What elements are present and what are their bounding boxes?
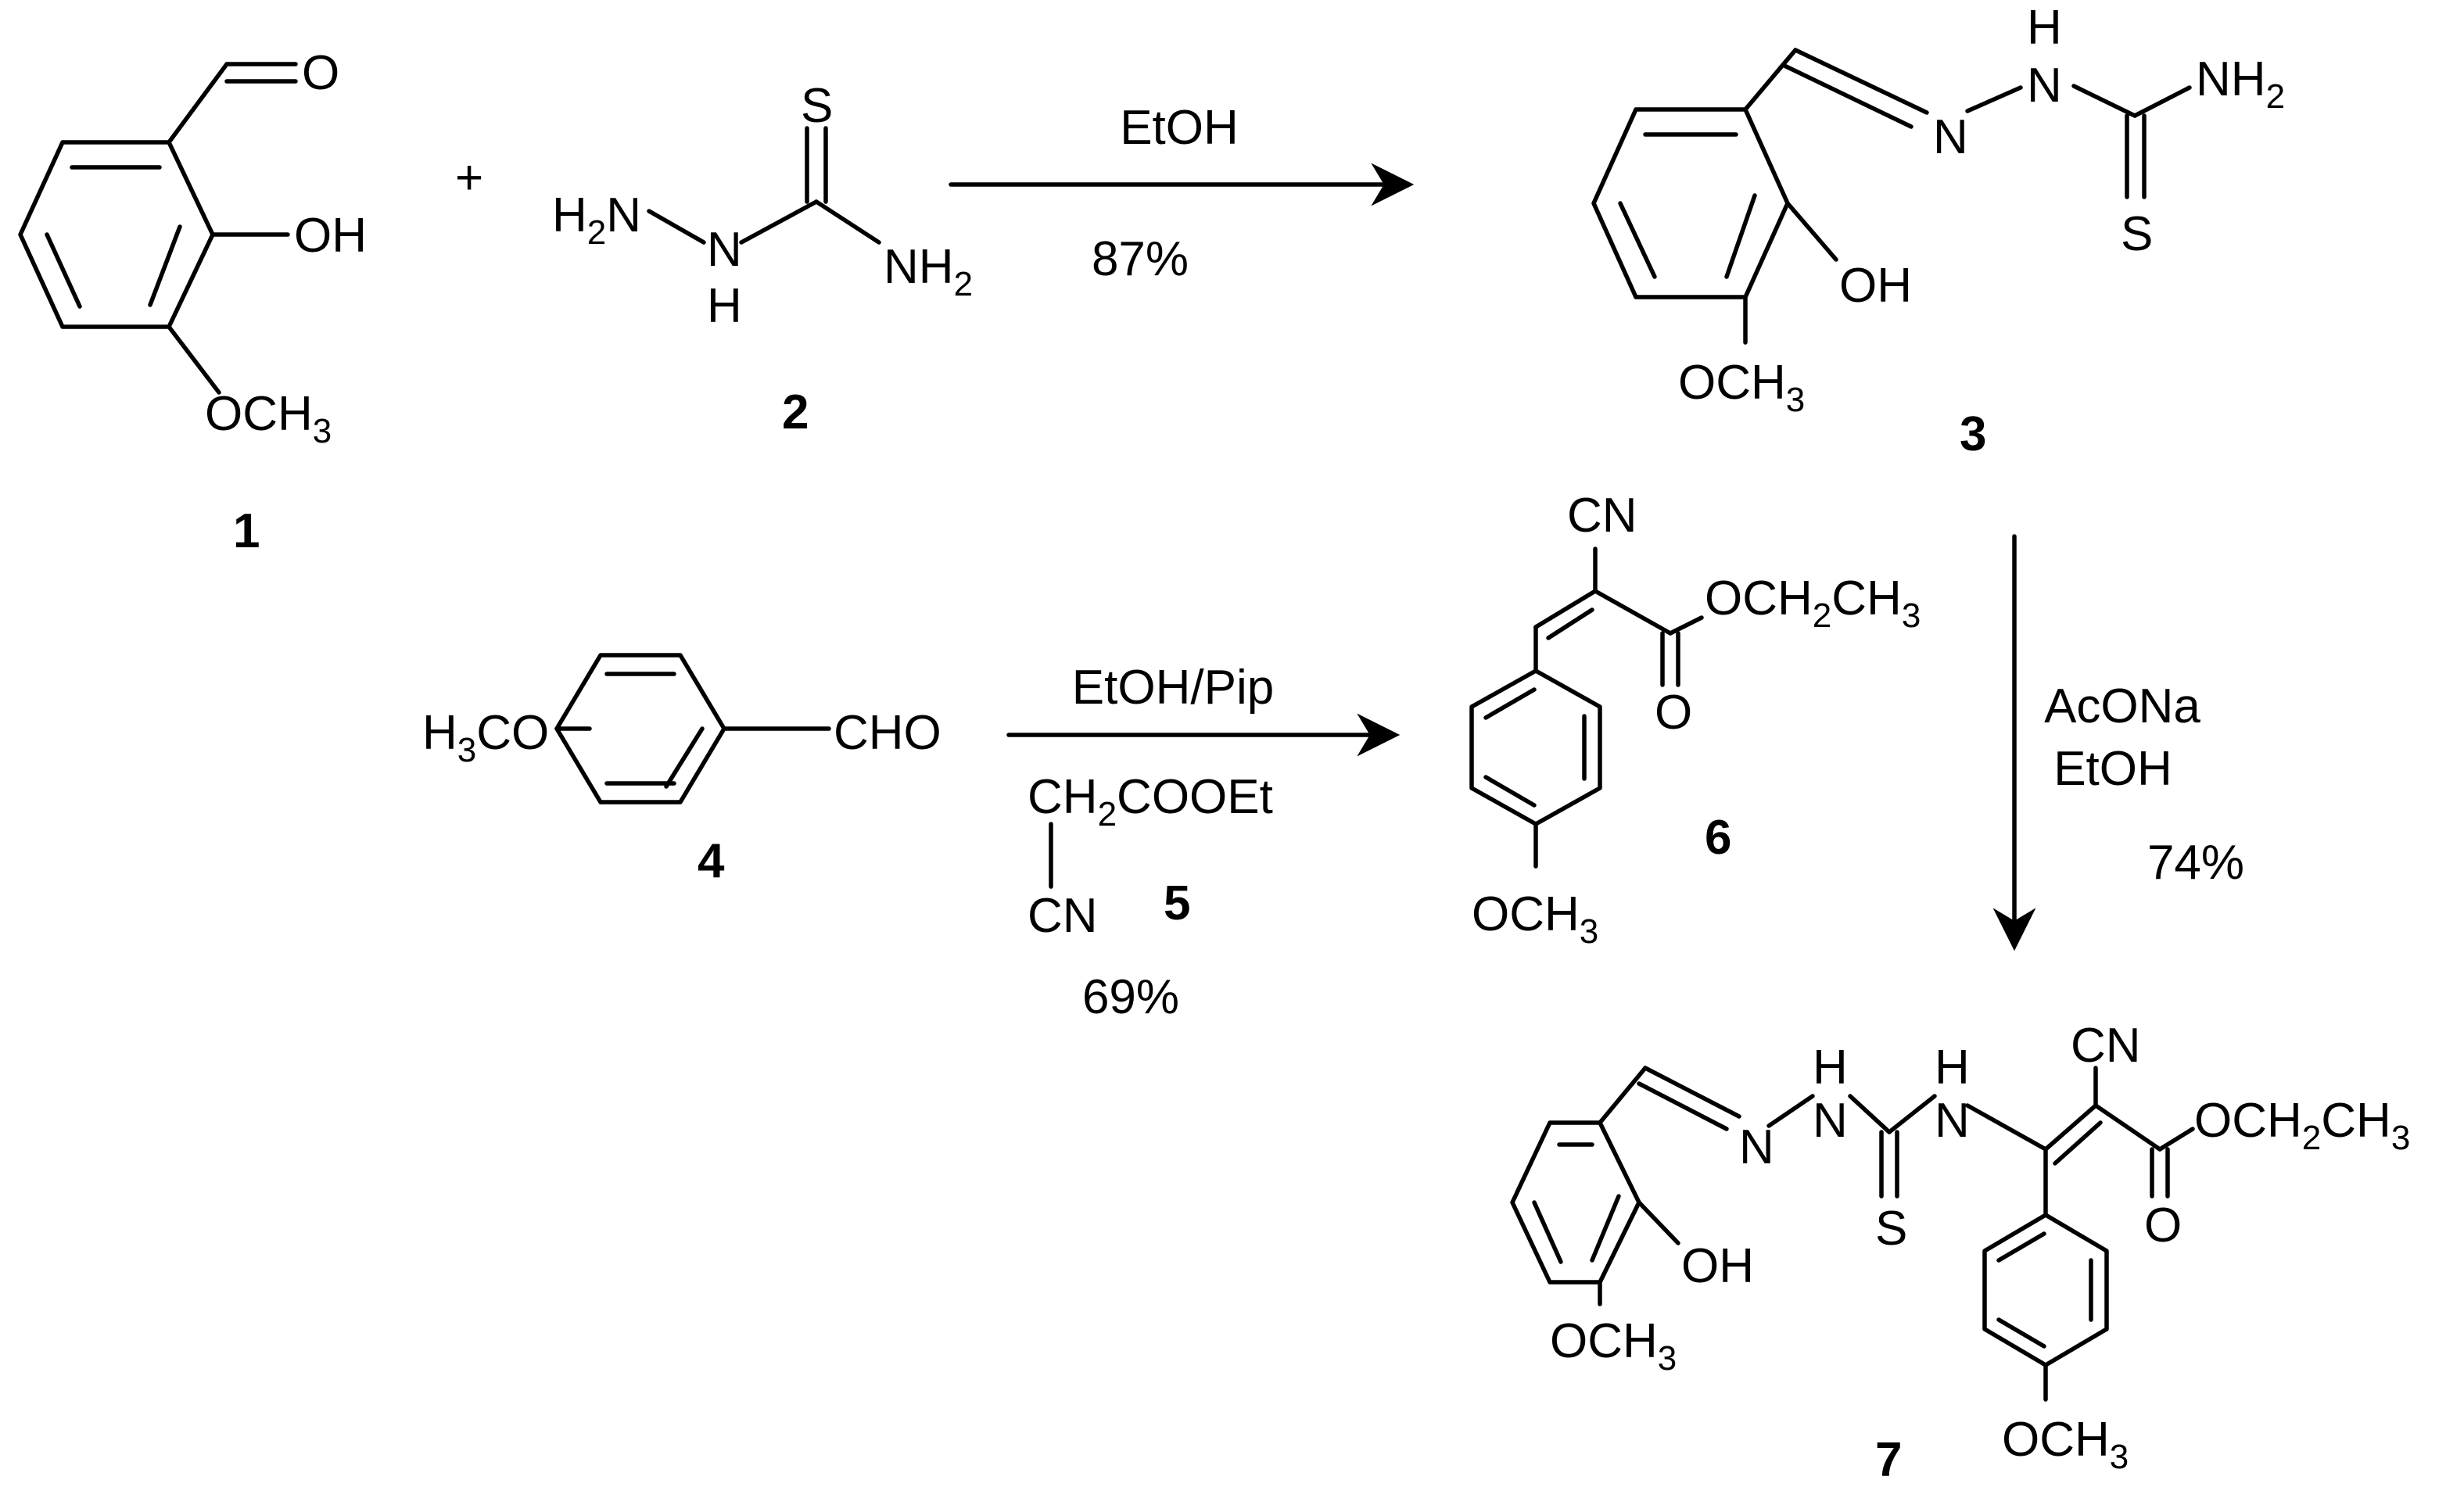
- compound-4-bonds: [554, 653, 831, 804]
- compound-3-och3: OCH3: [1678, 356, 1805, 419]
- compound-7-oh: OH: [1681, 1239, 1754, 1293]
- compound-4-h3co: H3CO: [422, 706, 549, 769]
- compound-3: N H N NH2 S OH OCH3 3: [1591, 1, 2285, 461]
- compound-7-nh1-h: H: [1813, 1041, 1848, 1095]
- compound-2-nh-h: H: [707, 279, 742, 333]
- compound-2-bonds: [647, 126, 881, 245]
- compound-2-h2n: H2N: [552, 188, 641, 252]
- compound-7-number: 7: [1875, 1433, 1902, 1487]
- compound-3-s: S: [2121, 207, 2153, 261]
- compound-6-bonds: [1469, 546, 1704, 869]
- compound-5-ch2cooet: CH2COOEt: [1028, 770, 1273, 833]
- compound-7-ester: OCH2CH3: [2194, 1094, 2410, 1157]
- reaction-2-yield: 69%: [1082, 970, 1179, 1024]
- compound-3-oh: OH: [1839, 259, 1912, 313]
- compound-5-number: 5: [1164, 876, 1190, 930]
- compound-7-s: S: [1875, 1202, 1907, 1256]
- compound-6-och3: OCH3: [1472, 887, 1598, 951]
- compound-1-bonds: [18, 62, 298, 395]
- compound-3-number: 3: [1960, 407, 1986, 461]
- compound-2: S H2N N H NH2 2: [552, 79, 973, 439]
- compound-1: O OH OCH3 1: [18, 46, 367, 558]
- reaction-3: AcONa EtOH 74%: [1992, 534, 2244, 951]
- reaction-1-solvent: EtOH: [1120, 101, 1239, 155]
- compound-6-number: 6: [1705, 811, 1731, 865]
- compound-7-nh2-n: N: [1935, 1094, 1970, 1148]
- compound-4: H3CO CHO 4: [422, 653, 941, 888]
- compound-2-nh2: NH2: [884, 240, 973, 303]
- compound-2-number: 2: [782, 385, 809, 439]
- reaction-3-reagent: AcONa: [2044, 679, 2200, 733]
- compound-7-nh1-n: N: [1813, 1094, 1848, 1148]
- compound-5-cn: CN: [1028, 889, 1098, 943]
- compound-6-ester: OCH2CH3: [1705, 572, 1921, 635]
- compound-2-nh-n: N: [707, 223, 742, 277]
- compound-1-aldehyde-o: O: [302, 46, 339, 100]
- compound-2-s: S: [801, 79, 833, 133]
- compound-1-oh: OH: [294, 209, 367, 263]
- plus-sign: +: [455, 151, 483, 205]
- compound-6-carbonyl-o: O: [1655, 686, 1692, 740]
- compound-7-n: N: [1739, 1120, 1774, 1174]
- compound-4-cho: CHO: [834, 706, 941, 760]
- compound-3-nh-n: N: [2027, 59, 2062, 113]
- compound-1-och3: OCH3: [205, 387, 332, 450]
- compound-3-bonds: [1591, 48, 2192, 345]
- compound-5: CH2COOEt CN 5: [1028, 770, 1273, 943]
- reaction-2: EtOH/Pip CH2COOEt CN 5 69%: [1006, 661, 1401, 1024]
- compound-7-och3-a: OCH3: [1550, 1314, 1677, 1378]
- compound-6-cn: CN: [1567, 489, 1637, 543]
- compound-4-number: 4: [698, 834, 725, 888]
- compound-3-n: N: [1933, 110, 1968, 164]
- reaction-1-yield: 87%: [1092, 232, 1189, 286]
- compound-7: N H N H N CN OCH2CH3 O S OH OCH3 OCH3 7: [1510, 1019, 2410, 1487]
- compound-7-cn: CN: [2071, 1019, 2141, 1073]
- compound-7-carbonyl-o: O: [2144, 1199, 2182, 1252]
- compound-6: CN OCH2CH3 O OCH3 6: [1469, 489, 1921, 951]
- compound-3-nh2: NH2: [2196, 52, 2285, 116]
- compound-1-number: 1: [233, 504, 260, 558]
- reaction-3-solvent: EtOH: [2053, 742, 2172, 796]
- compound-7-bonds: [1510, 1066, 2195, 1402]
- reaction-3-yield: 74%: [2147, 836, 2244, 890]
- compound-7-nh2-h: H: [1935, 1041, 1970, 1095]
- compound-3-nh-h: H: [2027, 1, 2062, 55]
- compound-7-och3-b: OCH3: [2002, 1413, 2129, 1476]
- reaction-2-conditions: EtOH/Pip: [1072, 661, 1274, 715]
- reaction-1: EtOH 87%: [949, 101, 1415, 286]
